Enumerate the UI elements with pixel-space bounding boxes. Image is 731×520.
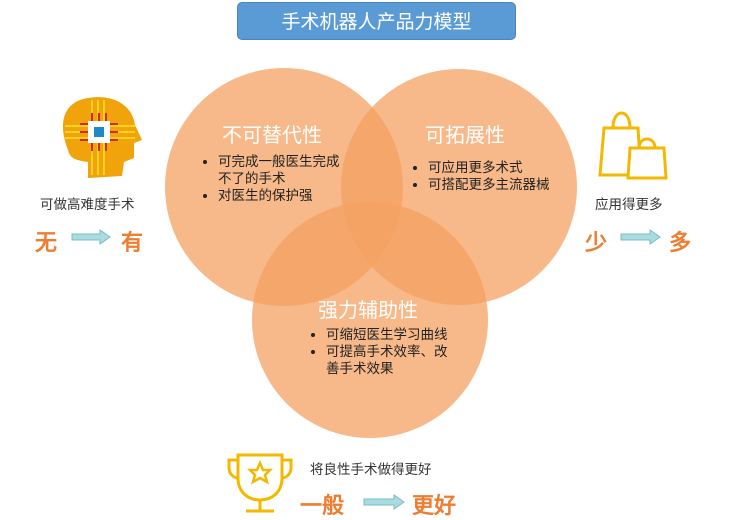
circle-assistive	[252, 202, 488, 438]
right-from: 少	[585, 231, 608, 256]
bullet-item: 可缩短医生学习曲线	[326, 327, 453, 344]
left-to: 有	[121, 231, 144, 256]
diagram-title: 手术机器人产品力模型	[237, 2, 516, 40]
bullet-item: 对医生的保护强	[218, 188, 350, 205]
bullet-item: 可完成一般医生完成不了的手术	[218, 154, 350, 188]
bottom-to: 更好	[412, 494, 457, 519]
circle-title-irreplaceable: 不可替代性	[222, 123, 322, 147]
arrow-bottom	[363, 494, 405, 510]
left-from: 无	[35, 231, 58, 256]
bullet-item: 可搭配更多主流器械	[428, 177, 550, 194]
bullet-item: 可提高手术效率、改善手术效果	[326, 344, 453, 378]
right-label: 应用得更多	[595, 197, 663, 213]
bullet-item: 可应用更多术式	[428, 160, 550, 177]
left-label: 可做高难度手术	[40, 197, 135, 213]
arrow-left	[71, 229, 111, 245]
circle-bullets-assistive: 可缩短医生学习曲线可提高手术效率、改善手术效果	[308, 327, 453, 378]
bottom-label: 将良性手术做得更好	[310, 462, 432, 478]
trophy-icon	[227, 453, 293, 513]
brain-chip-icon	[62, 97, 142, 178]
circle-bullets-extensible: 可应用更多术式可搭配更多主流器械	[410, 160, 550, 194]
arrow-right	[620, 229, 661, 245]
bottom-from: 一般	[300, 494, 345, 519]
circle-title-assistive: 强力辅助性	[318, 298, 418, 322]
circle-title-extensible: 可拓展性	[425, 123, 505, 147]
circle-bullets-irreplaceable: 可完成一般医生完成不了的手术对医生的保护强	[200, 154, 350, 205]
right-to: 多	[669, 231, 692, 256]
shopping-bags-icon	[598, 111, 668, 180]
